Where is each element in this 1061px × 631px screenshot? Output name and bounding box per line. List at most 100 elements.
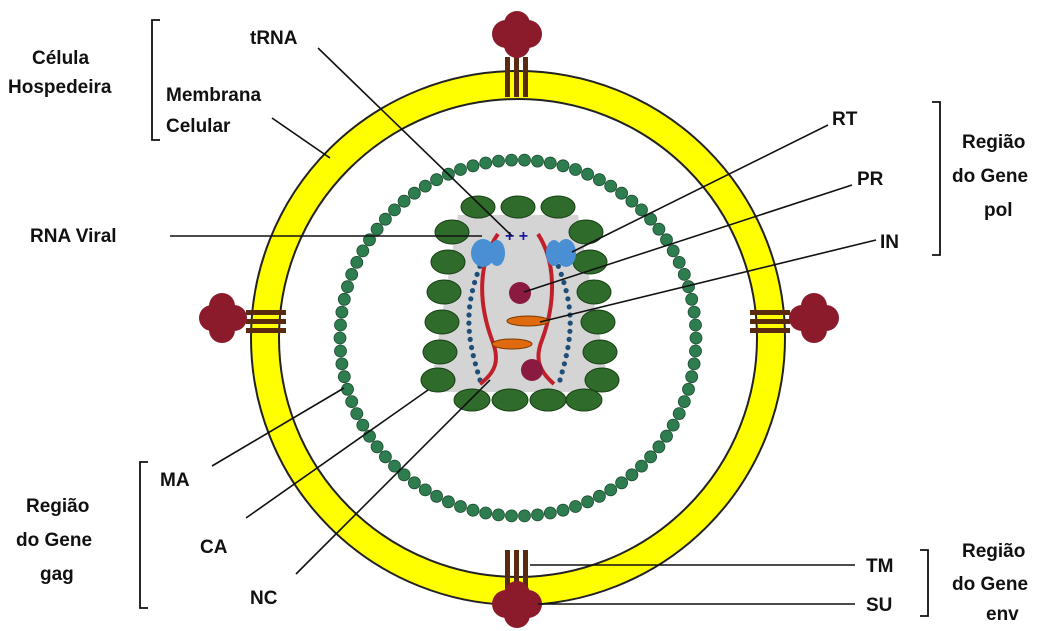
capsid-protein [454,389,490,411]
matrix-bead [351,256,363,268]
matrix-bead [379,451,391,463]
label-pol-regiao: Região [962,132,1025,153]
nucleocapsid-dot [475,369,480,374]
capsid-protein [423,340,457,364]
label-env-do-gene: do Gene [952,574,1028,595]
matrix-bead [408,187,420,199]
matrix-bead [690,345,702,357]
matrix-bead [338,293,350,305]
nucleocapsid-dot [564,353,569,358]
capsid-protein [425,310,459,334]
matrix-bead [678,396,690,408]
nucleocapsid-dot [565,345,570,350]
label-su: SU [866,595,892,616]
matrix-bead [544,157,556,169]
matrix-bead [379,213,391,225]
matrix-bead [431,174,443,186]
matrix-bead [342,281,354,293]
label-gag-name: gag [40,564,74,585]
matrix-bead [673,408,685,420]
matrix-bead [544,507,556,519]
matrix-bead [336,306,348,318]
matrix-bead [532,509,544,521]
capsid-protein [421,368,455,392]
matrix-bead [645,451,657,463]
nucleocapsid-dot [565,296,570,301]
nucleocapsid-dot [472,280,477,285]
matrix-bead [419,180,431,192]
label-membrana: Membrana [166,85,261,106]
protease-bottom [521,359,543,381]
matrix-bead [351,408,363,420]
matrix-bead [605,180,617,192]
matrix-bead [626,469,638,481]
matrix-bead [519,510,531,522]
nucleocapsid-dot [469,345,474,350]
nucleocapsid-dot [467,329,472,334]
matrix-bead [661,430,673,442]
nucleocapsid-dot [470,288,475,293]
matrix-bead [636,204,648,216]
label-env-name: env [986,604,1019,625]
matrix-bead [686,371,698,383]
nucleocapsid-dot [564,288,569,293]
nucleocapsid-dot [560,369,565,374]
matrix-bead [431,490,443,502]
nucleocapsid-dot [473,361,478,366]
label-pr: PR [857,169,884,190]
capsid-protein [435,220,469,244]
matrix-bead [653,223,665,235]
matrix-bead [673,256,685,268]
nucleocapsid-dot [468,296,473,301]
matrix-bead [582,496,594,508]
label-env-regiao: Região [962,541,1025,562]
capsid-protein [585,368,619,392]
leader-membrana [272,118,330,158]
matrix-bead [419,484,431,496]
matrix-bead [442,496,454,508]
matrix-bead [582,168,594,180]
capsid-protein [427,280,461,304]
matrix-bead [357,245,369,257]
capsid-protein [431,250,465,274]
nucleocapsid-dot [562,361,567,366]
capsid-protein [492,389,528,411]
matrix-bead [683,383,695,395]
label-pol-name: pol [984,200,1013,221]
capsid-protein [541,196,575,218]
label-ma: MA [160,470,190,491]
matrix-bead [519,154,531,166]
label-celular: Celular [166,116,231,137]
matrix-bead [467,160,479,172]
reverse-transcriptase-left-2 [489,240,505,266]
matrix-bead [506,510,518,522]
matrix-bead [570,164,582,176]
matrix-bead [678,268,690,280]
label-gag-regiao: Região [26,496,89,517]
label-trna: tRNA [250,28,298,49]
integrase-bottom [492,339,532,349]
matrix-bead [688,306,700,318]
matrix-bead [335,345,347,357]
capsid-protein [577,280,611,304]
capsid-protein [530,389,566,411]
nucleocapsid-dot [468,337,473,342]
label-pol-do-gene: do Gene [952,166,1028,187]
matrix-bead [532,155,544,167]
matrix-bead [371,441,383,453]
label-gag-do-gene: do Gene [16,530,92,551]
matrix-bead [626,195,638,207]
matrix-bead [493,155,505,167]
matrix-bead [346,396,358,408]
matrix-bead [616,477,628,489]
bracket-gene-gag [140,462,148,608]
matrix-bead [455,501,467,513]
nucleocapsid-dot [567,304,572,309]
nucleocapsid-dot [467,304,472,309]
capsid-protein [583,340,617,364]
capsid-protein [501,196,535,218]
nucleocapsid-dot [557,377,562,382]
matrix-bead [616,187,628,199]
label-ca: CA [200,537,228,558]
matrix-bead [690,319,702,331]
